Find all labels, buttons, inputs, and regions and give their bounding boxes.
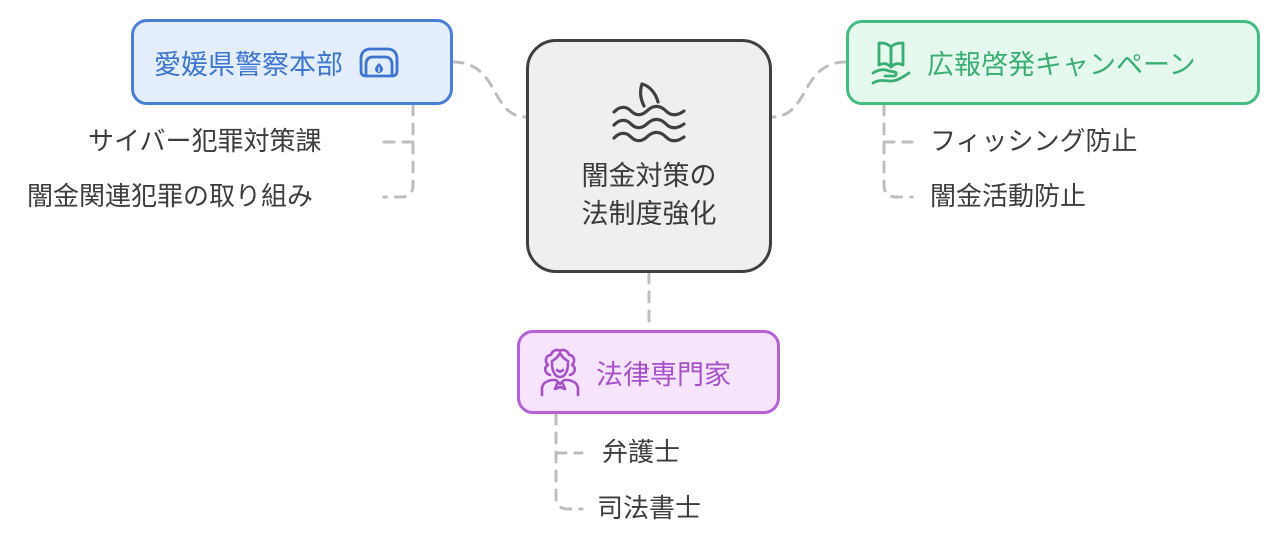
central-label-line1: 闇金対策の: [581, 161, 717, 192]
leaf-loan-shark-crime-efforts[interactable]: 闇金関連犯罪の取り組み: [27, 182, 314, 212]
open-book-hand-icon: [871, 41, 911, 84]
connector-campaign-children: [882, 103, 914, 199]
connector-campaign-central: [770, 60, 848, 119]
branch-label-police: 愛媛県警察本部: [154, 49, 343, 81]
lawyer-wig-icon: [540, 348, 580, 397]
leaf-judicial-scrivener[interactable]: 司法書士: [597, 494, 702, 524]
branch-label-legal: 法律専門家: [596, 359, 731, 391]
branch-label-campaign: 広報啓発キャンペーン: [927, 50, 1196, 81]
leaf-cyber-crime-division[interactable]: サイバー犯罪対策課: [88, 127, 322, 157]
police-cap-icon: [359, 47, 399, 78]
leaf-lawyer[interactable]: 弁護士: [602, 438, 681, 468]
central-node[interactable]: 闇金対策の 法制度強化: [526, 39, 772, 273]
branch-node-police[interactable]: 愛媛県警察本部: [131, 19, 453, 105]
branch-node-legal[interactable]: 法律専門家: [517, 330, 780, 414]
leaf-loan-shark-prevention[interactable]: 闇金活動防止: [930, 182, 1087, 212]
central-node-label: 闇金対策の 法制度強化: [582, 158, 717, 234]
connector-police-children: [382, 103, 415, 199]
shark-fin-waves-icon: [612, 82, 686, 143]
leaf-phishing-prevention[interactable]: フィッシング防止: [930, 127, 1138, 157]
connector-legal-children: [554, 412, 584, 511]
branch-node-campaign[interactable]: 広報啓発キャンペーン: [846, 20, 1260, 105]
connector-police-central: [451, 60, 528, 119]
central-label-line2: 法制度強化: [581, 199, 717, 230]
